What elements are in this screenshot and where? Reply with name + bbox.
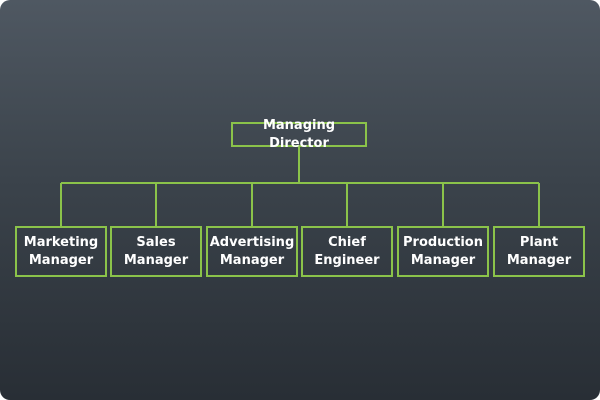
node-chief-engineer: Chief Engineer <box>301 226 393 277</box>
node-label-line2: Manager <box>123 252 189 268</box>
node-label-line1: Chief <box>328 234 366 250</box>
node-plant-manager: Plant Manager <box>493 226 585 277</box>
node-label-line2: Manager <box>28 252 94 268</box>
node-label-line2: Manager <box>219 252 285 268</box>
node-marketing-manager: Marketing Manager <box>15 226 107 277</box>
node-label-line1: Plant <box>519 234 559 250</box>
node-label-line2: Engineer <box>314 252 380 268</box>
node-label-line1: Advertising <box>209 234 295 250</box>
node-label-line1: Production <box>403 234 483 250</box>
node-label: Managing Director <box>262 117 336 151</box>
node-production-manager: Production Manager <box>397 226 489 277</box>
node-label-line2: Manager <box>506 252 572 268</box>
node-label-line1: Marketing <box>23 234 99 250</box>
node-advertising-manager: Advertising Manager <box>206 226 298 277</box>
node-label-line2: Manager <box>410 252 476 268</box>
node-label-line1: Sales <box>136 234 176 250</box>
node-sales-manager: Sales Manager <box>110 226 202 277</box>
node-managing-director: Managing Director <box>231 118 367 151</box>
